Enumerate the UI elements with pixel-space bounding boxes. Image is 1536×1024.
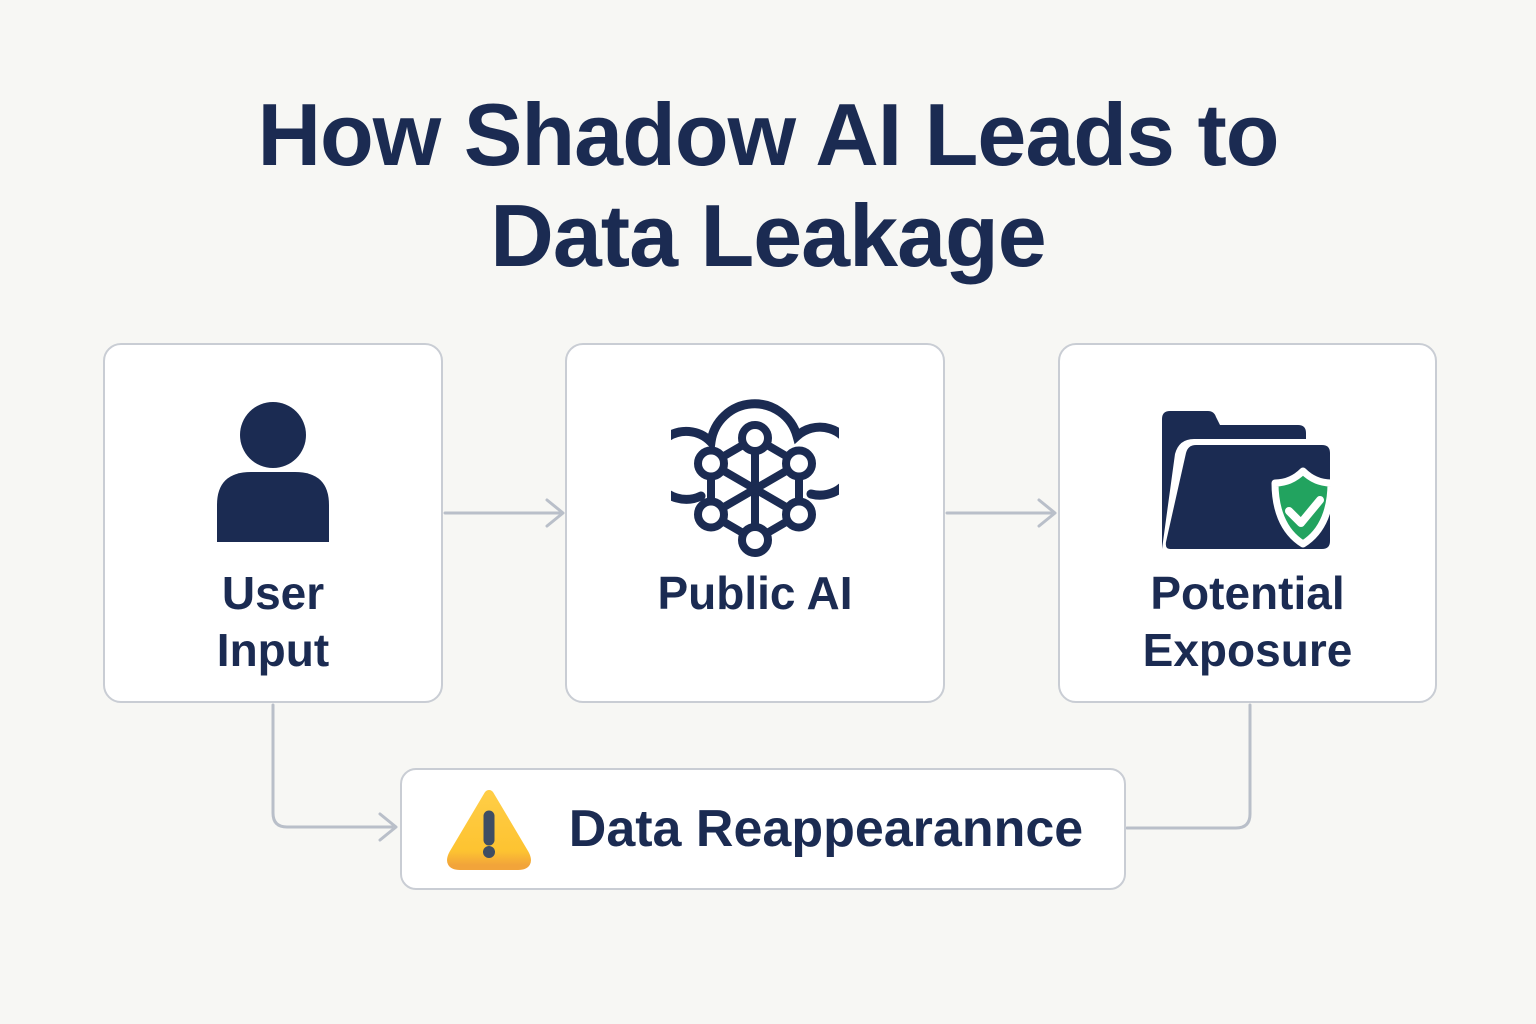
shield-check-icon: [1271, 467, 1334, 548]
folder-shield-check-icon: [1161, 411, 1334, 549]
arrow-user-to-public-ai: [443, 498, 565, 528]
arrow-public-ai-to-exposure: [945, 498, 1057, 528]
node-label-potential-exposure: Potential Exposure: [1142, 567, 1353, 676]
page-title-line-2: Data Leakage: [490, 186, 1046, 285]
connector-exposure-to-reappearance: [1125, 703, 1252, 830]
node-label-user-input: User Input: [216, 567, 330, 676]
flow-node-user-input: User Input: [103, 343, 443, 703]
node-label-public-ai: Public AI: [657, 567, 853, 619]
flow-node-data-reappearance: Data Reappearannce: [400, 768, 1126, 890]
warning-triangle-icon: [446, 790, 531, 870]
connector-user-to-reappearance: [271, 703, 398, 842]
flow-node-public-ai: Public AI: [565, 343, 945, 703]
node-label-data-reappearance: Data Reappearannce: [568, 800, 1084, 858]
page-title: How Shadow AI Leads to Data Leakage: [0, 84, 1536, 286]
cloud-ai-network-icon: [671, 399, 839, 557]
page-title-line-1: How Shadow AI Leads to: [257, 85, 1279, 184]
user-icon: [217, 402, 329, 542]
flow-node-potential-exposure: Potential Exposure: [1058, 343, 1437, 703]
